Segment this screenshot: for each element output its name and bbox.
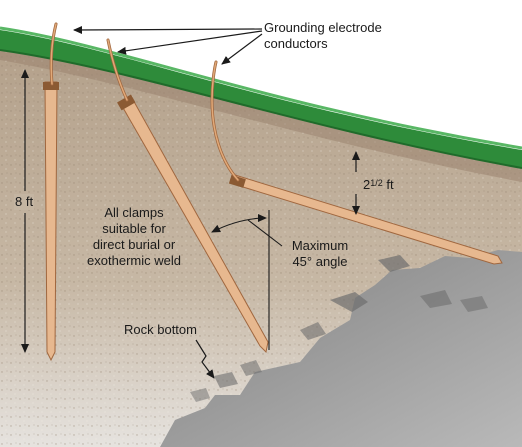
clamps-label: All clamps suitable for direct burial or… [64, 205, 204, 269]
max-angle-label: Maximum 45° angle [276, 238, 364, 270]
conductors-label: Grounding electrode conductors [264, 20, 382, 52]
conductor-callout-arrows [73, 25, 263, 65]
clamps-label-line2: suitable for [102, 221, 166, 236]
grass-surface [0, 30, 522, 168]
rock-bottom-label: Rock bottom [124, 322, 197, 337]
grounding-conductors [49, 22, 240, 182]
grass-highlight [0, 26, 522, 150]
conductors-label-line2: conductors [264, 36, 328, 51]
ground-rod-vertical [43, 81, 59, 362]
max-angle-label-line1: Maximum [291, 238, 349, 253]
ground-rod-angled [117, 94, 269, 354]
clamps-label-line3: direct burial or [92, 237, 176, 252]
rock-fragments [190, 255, 488, 402]
rock-bottom-pointer [195, 339, 215, 379]
max-angle-label-line2: 45° angle [292, 254, 348, 269]
depth-label-unit: ft [382, 177, 394, 192]
clamps-label-line4: exothermic weld [87, 253, 181, 268]
angle-indicator [211, 210, 283, 350]
depth-label: 21/2 ft [363, 175, 394, 193]
depth-label-fraction: 1/2 [370, 178, 383, 188]
clamps-label-line1: All clamps [104, 205, 164, 220]
conductors-label-line1: Grounding electrode [264, 20, 382, 35]
depth-label-whole: 2 [363, 177, 371, 192]
grass-shade [0, 49, 522, 169]
eight-ft-label: 8 ft [14, 194, 35, 210]
